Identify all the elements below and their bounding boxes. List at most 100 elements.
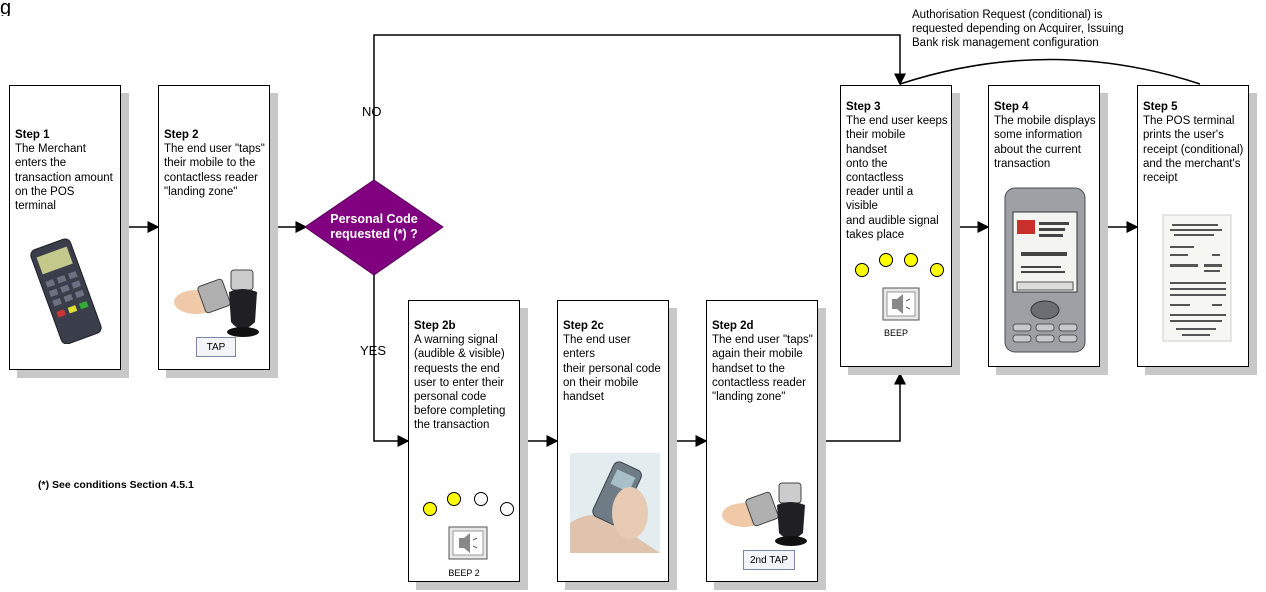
signal-light-on — [423, 502, 437, 516]
step-title: Step 3 — [846, 101, 881, 113]
tap-phone-image — [174, 269, 259, 337]
step-title: Step 2c — [563, 320, 604, 332]
step-line: enters the — [15, 157, 67, 170]
signal-light-off — [474, 492, 488, 506]
yes-label: YES — [360, 343, 387, 358]
step-line: contactless reader — [164, 171, 258, 184]
step-1-text: Step 1 The Merchant enters the transacti… — [15, 128, 117, 213]
step-title: Step 2 — [164, 129, 199, 141]
signal-light-on — [930, 263, 944, 277]
step-line: handset — [563, 391, 604, 404]
step-line: user to enter their — [414, 376, 505, 389]
step-line: again their mobile — [712, 348, 803, 361]
title-fragment: g — [0, 0, 12, 16]
step-line: their mobile handset — [846, 129, 906, 156]
step-2c-text: Step 2c The end user enters their person… — [563, 319, 665, 404]
arrow-s2d-s3 — [823, 372, 906, 442]
step-line: takes place — [846, 228, 905, 241]
step-line: the transaction — [414, 419, 490, 432]
step-line: contactless reader — [712, 376, 806, 389]
step-line: "landing zone" — [712, 391, 786, 404]
step-title: Step 4 — [994, 101, 1029, 113]
step-3-box: Step 3 The end user keeps their mobile h… — [840, 85, 952, 367]
tap-button-label: TAP — [196, 337, 236, 357]
step-line: and audible signal — [846, 214, 939, 227]
step-line: on the POS terminal — [15, 185, 75, 213]
auth-note-line: Authorisation Request (conditional) is — [912, 9, 1103, 21]
step-3-signals — [855, 253, 944, 321]
step-line: "landing zone" — [164, 185, 238, 198]
signal-light-off — [500, 502, 514, 516]
step-line: The mobile displays — [994, 115, 1096, 128]
tap-phone-image — [722, 482, 807, 546]
step-1-box: Step 1 The Merchant enters the transacti… — [9, 85, 121, 370]
step-2d-text: Step 2d The end user "taps" again their … — [712, 319, 814, 404]
auth-arc — [899, 58, 1201, 85]
step-3-text: Step 3 The end user keeps their mobile h… — [846, 100, 948, 242]
step-2b-signals — [423, 492, 514, 560]
step-title: Step 1 — [15, 129, 50, 141]
arrow-no-path — [373, 34, 906, 180]
step-4-box: Step 4 The mobile displays some informat… — [988, 85, 1100, 367]
signal-light-on — [904, 253, 918, 267]
step-line: receipt (conditional) — [1143, 143, 1244, 156]
decision-text: Personal Code requested (*) ? — [310, 212, 438, 242]
step-line: handset to the — [712, 362, 785, 375]
mobile-phone-image — [1004, 187, 1086, 353]
step-title: Step 2b — [414, 320, 456, 332]
step-line: reader until a visible — [846, 186, 914, 213]
auth-note-line: Bank risk management configuration — [912, 37, 1099, 49]
step-line: receipt — [1143, 172, 1178, 185]
signal-light-on — [879, 253, 893, 267]
handset-in-hand-image — [570, 453, 660, 553]
second-tap-button-label: 2nd TAP — [743, 550, 795, 570]
step-2-text: Step 2 The end user "taps" their mobile … — [164, 128, 266, 199]
step-line: The POS terminal — [1143, 115, 1235, 128]
auth-note-line: requested depending on Acquirer, Issuing — [912, 23, 1124, 35]
step-line: The end user enters — [563, 334, 631, 361]
step-line: The end user "taps" — [712, 334, 813, 347]
decision-line1: Personal Code — [330, 212, 418, 226]
step-2b-text: Step 2b A warning signal (audible & visi… — [414, 319, 516, 433]
step-line: prints the user's — [1143, 129, 1224, 142]
step-2b-box: Step 2b A warning signal (audible & visi… — [408, 300, 520, 582]
step-5-text: Step 5 The POS terminal prints the user'… — [1143, 100, 1245, 185]
step-line: personal code — [414, 391, 487, 404]
signal-light-on — [855, 263, 869, 277]
step-line: transaction amount — [15, 171, 113, 184]
step-4-text: Step 4 The mobile displays some informat… — [994, 100, 1096, 171]
step-line: The end user keeps — [846, 115, 948, 128]
step-line: on their mobile — [563, 376, 639, 389]
decision-line2: requested (*) ? — [330, 227, 418, 241]
beep-label: BEEP — [883, 328, 908, 338]
signal-light-on — [447, 492, 461, 506]
step-2d-box: Step 2d The end user "taps" again their … — [706, 300, 818, 582]
receipt-image — [1162, 214, 1232, 342]
step-line: requests the end — [414, 362, 500, 375]
step-2-box: Step 2 The end user "taps" their mobile … — [158, 85, 270, 370]
step-line: (audible & visible) — [414, 348, 505, 361]
step-line: The Merchant — [15, 143, 86, 156]
step-5-box: Step 5 The POS terminal prints the user'… — [1137, 85, 1249, 367]
step-line: their personal code — [563, 362, 661, 375]
step-2c-box: Step 2c The end user enters their person… — [557, 300, 669, 582]
no-label: NO — [362, 104, 382, 119]
step-title: Step 2d — [712, 320, 754, 332]
arrow-yes-path — [373, 275, 410, 447]
step-title: Step 5 — [1143, 101, 1178, 113]
step-line: before completing — [414, 405, 506, 418]
step-line: The end user "taps" — [164, 143, 265, 156]
pos-terminal-image — [30, 238, 102, 344]
auth-note: Authorisation Request (conditional) is r… — [912, 8, 1124, 50]
footnote: (*) See conditions Section 4.5.1 — [38, 479, 194, 491]
step-line: onto the contactless — [846, 157, 904, 185]
step-line: about the current — [994, 143, 1081, 156]
step-line: and the merchant's — [1143, 157, 1241, 170]
step-line: some information — [994, 129, 1083, 142]
step-line: their mobile to the — [164, 157, 256, 170]
beep-2-label: BEEP 2 — [448, 568, 480, 578]
decision-diamond — [304, 179, 444, 276]
step-line: A warning signal — [414, 334, 498, 347]
step-line: transaction — [994, 157, 1051, 170]
